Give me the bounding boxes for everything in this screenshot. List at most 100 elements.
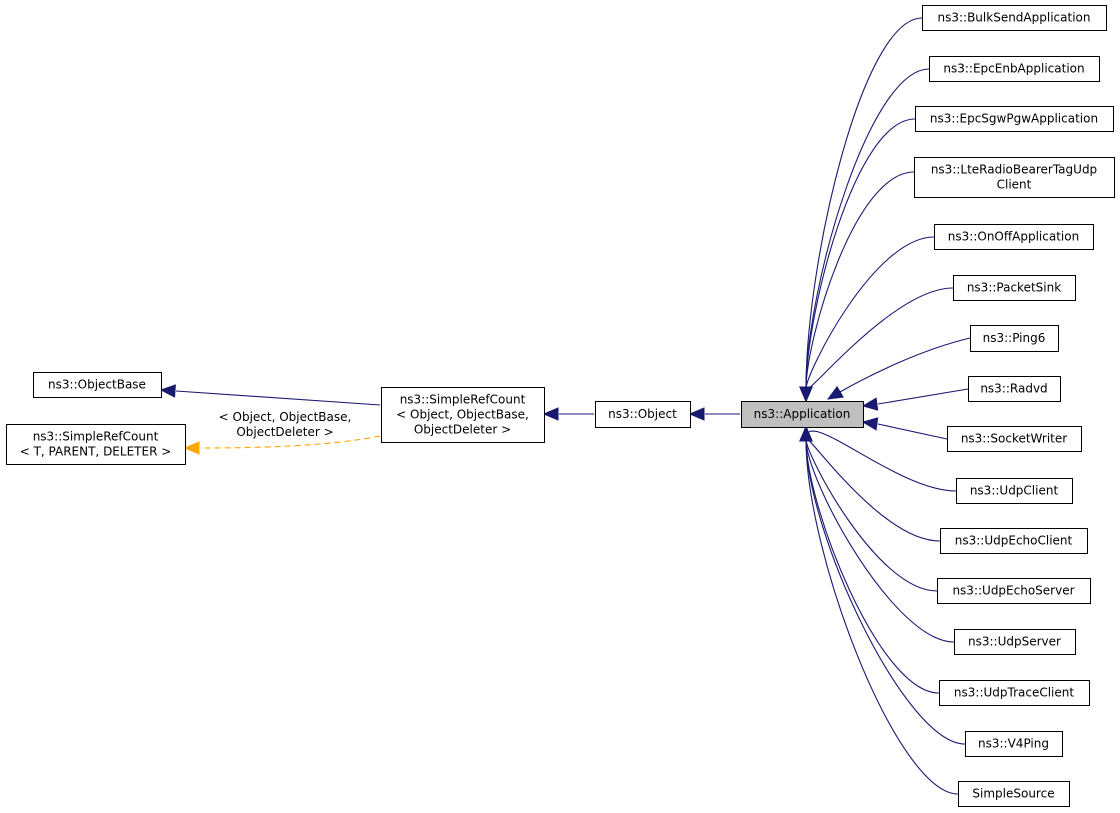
edge-line [805,438,959,795]
class-node-label: ns3::EpcEnbApplication [943,62,1084,76]
class-node-label: ns3::UdpEchoServer [952,584,1074,598]
class-node-label: < Object, ObjectBase, [396,408,529,422]
class-node-label: ns3::SocketWriter [961,432,1067,446]
class-node-label: < T, PARENT, DELETER > [20,445,172,459]
class-node-box [953,275,1076,301]
edge-simple_source-to-application [799,425,959,795]
edge-lte_radio_bearer_tag_udp_client-to-application [799,171,915,403]
class-node-label: ns3::Radvd [980,382,1047,396]
class-node-simple-source[interactable]: SimpleSource [958,781,1070,807]
class-node-label: ns3::OnOffApplication [948,230,1079,244]
class-node-box [33,372,162,398]
edge-ping6-to-application [826,337,971,400]
class-node-label: ns3::ObjectBase [48,378,146,392]
class-node-label: ns3::LteRadioBearerTagUdp [931,163,1097,177]
arrowhead-icon [183,441,200,455]
class-node-box [915,106,1114,132]
class-node-application[interactable]: ns3::Application [741,401,864,428]
class-node-packet-sink[interactable]: ns3::PacketSink [953,275,1076,301]
class-node-label: SimpleSource [972,787,1054,801]
class-node-ping6[interactable]: ns3::Ping6 [970,325,1059,352]
class-node-udp-echo-server[interactable]: ns3::UdpEchoServer [937,578,1091,604]
class-node-box [741,401,864,428]
class-node-box [954,629,1076,655]
arrowhead-icon [861,397,879,411]
class-node-label: ns3::PacketSink [967,281,1061,295]
class-node-label: Client [997,178,1032,192]
arrowhead-icon [799,425,813,442]
edge-udp_client-to-application [799,425,957,492]
edge-simple_ref_count_object-to-simple_ref_count_template: < Object, ObjectBase,ObjectDeleter > [183,410,381,455]
edges-layer: < Object, ObjectBase,ObjectDeleter > [159,17,971,795]
edge-epc_enb_application-to-application [799,68,930,403]
class-node-box [595,401,691,428]
class-node-object-base[interactable]: ns3::ObjectBase [33,372,162,398]
edge-on_off_application-to-application [799,236,935,403]
class-node-label: ns3::BulkSendApplication [938,11,1091,25]
class-node-simple-ref-count-object[interactable]: ns3::SimpleRefCount< Object, ObjectBase,… [381,387,545,443]
edge-udp_server-to-application [799,425,955,643]
class-node-label: ns3::EpcSgwPgwApplication [930,112,1098,126]
class-node-box [922,5,1107,31]
class-node-box [965,731,1063,757]
edge-packet_sink-to-application [799,287,954,403]
class-node-epc-sgw-pgw-application[interactable]: ns3::EpcSgwPgwApplication [915,106,1114,132]
class-node-box [937,578,1091,604]
class-node-box [6,424,186,465]
class-node-socket-writer[interactable]: ns3::SocketWriter [947,426,1082,452]
edge-bulk_send_application-to-application [799,17,923,403]
class-node-radvd[interactable]: ns3::Radvd [968,376,1061,402]
class-node-udp-server[interactable]: ns3::UdpServer [954,629,1076,655]
edge-line [805,438,940,694]
edge-application-to-object [688,407,740,421]
class-node-label: ns3::V4Ping [978,737,1049,751]
arrowhead-icon [688,407,705,421]
edge-line [877,423,948,440]
edge-radvd-to-application [861,388,969,411]
edge-udp_echo_server-to-application [799,425,938,592]
arrowhead-icon [542,407,559,421]
class-node-box [970,325,1059,352]
class-node-udp-trace-client[interactable]: ns3::UdpTraceClient [939,680,1090,706]
edge-template-label: ObjectDeleter > [236,425,333,439]
edge-line [805,438,938,592]
class-node-label: ns3::UdpEchoClient [955,534,1073,548]
class-node-label: ns3::Ping6 [983,331,1046,345]
class-node-box [939,680,1090,706]
class-node-simple-ref-count-template[interactable]: ns3::SimpleRefCount< T, PARENT, DELETER … [6,424,186,465]
class-node-udp-client[interactable]: ns3::UdpClient [956,478,1073,504]
class-node-label: ns3::Application [754,407,851,421]
class-node-bulk-send-application[interactable]: ns3::BulkSendApplication [922,5,1107,31]
edge-udp_trace_client-to-application [799,425,940,694]
class-node-label: ns3::SimpleRefCount [33,430,159,444]
class-node-label: ns3::UdpTraceClient [954,686,1074,700]
edge-line [805,438,955,643]
edge-line [805,430,957,492]
edge-line [175,390,381,406]
class-node-v4ping[interactable]: ns3::V4Ping [965,731,1063,757]
class-node-box [914,157,1115,198]
edge-line [805,171,915,390]
class-node-on-off-application[interactable]: ns3::OnOffApplication [934,224,1094,250]
class-node-udp-echo-client[interactable]: ns3::UdpEchoClient [940,528,1088,554]
class-node-object[interactable]: ns3::Object [595,401,691,428]
class-node-epc-enb-application[interactable]: ns3::EpcEnbApplication [929,56,1100,82]
edge-line [877,388,969,405]
edge-simple_ref_count_object-to-object_base [159,384,381,406]
edge-template-label: < Object, ObjectBase, [219,410,352,424]
class-node-box [929,56,1100,82]
class-node-box [956,478,1073,504]
class-node-box [968,376,1061,402]
edge-line [805,438,966,745]
edge-udp_echo_client-to-application [799,425,941,542]
edge-object-to-simple_ref_count_object [542,407,594,421]
class-node-box [940,528,1088,554]
edge-line [839,337,971,393]
edge-line [805,118,916,390]
class-node-label: ns3::UdpClient [970,484,1059,498]
class-node-box [947,426,1082,452]
class-node-box [958,781,1070,807]
